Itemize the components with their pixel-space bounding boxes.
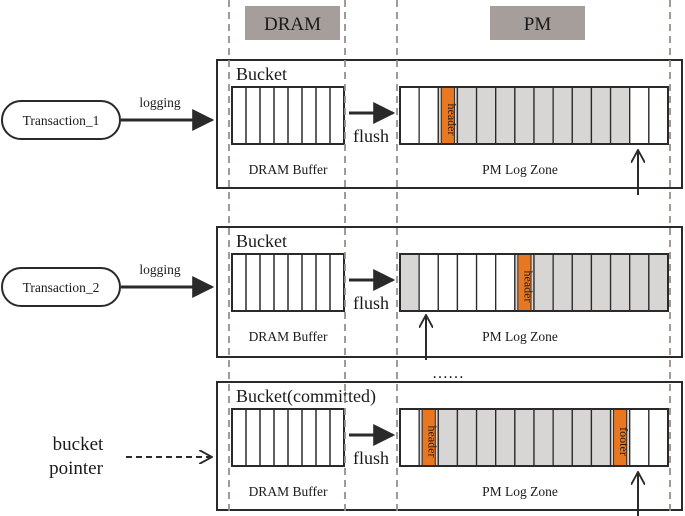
transaction-label: Transaction_1 [23, 113, 100, 128]
pm-cell [590, 408, 612, 467]
pm-cell [629, 86, 650, 145]
pm-cell [399, 408, 420, 467]
pm-cell [437, 253, 459, 312]
dram-header-box [245, 6, 340, 40]
pm-cell [609, 86, 631, 145]
dram-header: DRAM [264, 14, 321, 35]
pm-cell [475, 408, 497, 467]
pm-cell [399, 253, 420, 312]
pm-cell [571, 408, 593, 467]
logging-label: logging [139, 95, 181, 110]
pm-cell [648, 86, 669, 145]
bucket-label: Bucket(committed) [236, 386, 376, 407]
header-tag: header [426, 426, 440, 458]
bucket-box [216, 381, 683, 511]
bucket-label: Bucket [236, 231, 287, 251]
pm-header: PM [524, 14, 552, 35]
bucket-label: Bucket [236, 64, 287, 84]
pm-cell [571, 253, 593, 312]
pm-cell [552, 86, 573, 145]
pm-cell [399, 86, 420, 145]
pm-log-zone [399, 253, 669, 312]
pm-cell [648, 253, 669, 312]
dram-buffer-caption: DRAM Buffer [249, 329, 328, 344]
transaction-box [1, 100, 121, 140]
flush-label: flush [353, 293, 389, 313]
pm-cell [418, 253, 439, 312]
pm-cell [514, 86, 535, 145]
pm-cell [495, 408, 516, 467]
pm-cell [590, 253, 612, 312]
bucket-box [216, 59, 683, 189]
transaction-box [1, 267, 121, 307]
logging-label: logging [139, 262, 181, 277]
ellipsis: …… [432, 365, 464, 382]
pm-cell [533, 86, 554, 145]
pm-cell [475, 253, 497, 312]
pm-cell [514, 408, 535, 467]
pm-cell [552, 408, 573, 467]
pm-cell [495, 253, 516, 312]
pm-cell [456, 408, 478, 467]
dram-buffer-caption: DRAM Buffer [249, 162, 328, 177]
pm-cell [456, 86, 478, 145]
pm-cell [629, 408, 650, 467]
dram-buffer-caption: DRAM Buffer [249, 484, 328, 499]
header-tag: header [521, 271, 535, 303]
pm-cell [437, 408, 459, 467]
pm-cell [571, 86, 593, 145]
header-tag: header [445, 104, 459, 136]
pm-cell [475, 86, 497, 145]
pm-cell [533, 408, 554, 467]
transaction-label: Transaction_2 [23, 280, 100, 295]
bucket-pointer-label-line1: bucket [53, 434, 104, 455]
pm-cell [609, 253, 631, 312]
bucket-pointer-label-line2: pointer [49, 458, 103, 479]
flush-label: flush [353, 448, 389, 468]
footer-tag: footer [617, 427, 631, 456]
pm-cell [495, 86, 516, 145]
flush-label: flush [353, 126, 389, 146]
pm-cell [552, 253, 573, 312]
pm-cell [629, 253, 650, 312]
pm-log-zone [399, 408, 669, 467]
pm-log-zone-caption: PM Log Zone [482, 329, 558, 344]
pm-cell [456, 253, 478, 312]
pm-log-zone [399, 86, 669, 145]
pm-log-zone-caption: PM Log Zone [482, 484, 558, 499]
pm-log-zone-caption: PM Log Zone [482, 162, 558, 177]
pm-cell [418, 86, 439, 145]
pm-header-box [490, 6, 585, 40]
pm-cell [590, 86, 612, 145]
pm-cell [533, 253, 554, 312]
pm-cell [648, 408, 669, 467]
bucket-box [216, 226, 683, 358]
